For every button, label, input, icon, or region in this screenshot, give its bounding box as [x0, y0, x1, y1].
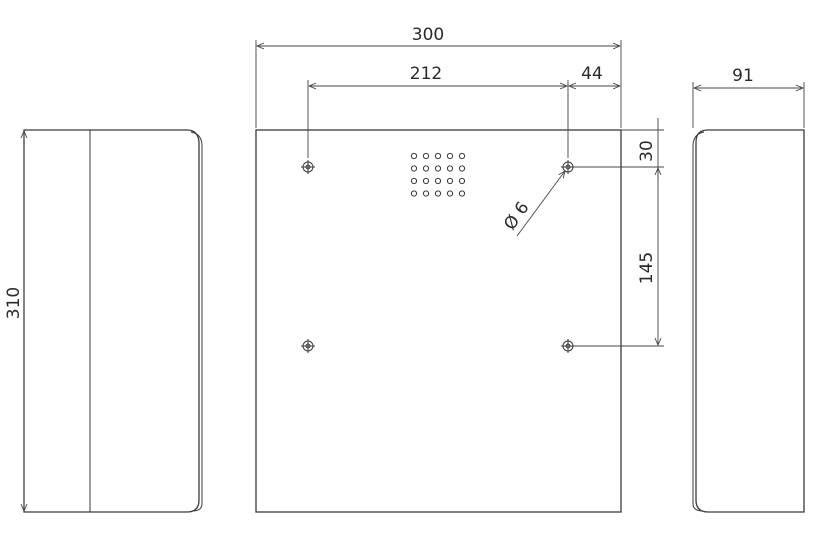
grille-hole: [422, 165, 430, 172]
depth-dimension-label: 91: [732, 66, 754, 86]
hole-spacing-horizontal-dimension: 212: [307, 64, 569, 158]
mounting-hole-bottom-left: [301, 339, 315, 353]
right-side-body: [695, 129, 805, 513]
grille-hole: [410, 177, 418, 185]
grille-hole: [434, 177, 442, 185]
grille-hole: [458, 177, 466, 185]
grille-hole: [410, 190, 418, 197]
front-panel: [255, 129, 622, 513]
grille-hole: [434, 190, 442, 197]
hole-spacing-vertical-label: 145: [637, 252, 657, 284]
mounting-hole-top-right: [561, 160, 575, 174]
width-dimension: 300: [255, 25, 622, 128]
hole-spacing-horizontal-label: 212: [410, 64, 442, 84]
depth-dimension: 91: [692, 66, 805, 128]
grille-hole: [446, 177, 454, 185]
grille-hole: [458, 152, 466, 160]
height-dimension: 310: [4, 131, 24, 511]
hole-edge-offset-label: 44: [581, 64, 603, 84]
grille-hole: [422, 190, 430, 197]
height-dimension-label: 310: [4, 287, 24, 319]
grille-hole: [446, 152, 454, 160]
grille-hole: [434, 152, 442, 160]
front-view: [255, 129, 622, 513]
grille-hole: [446, 190, 454, 197]
grille-hole: [434, 165, 442, 172]
left-side-body: [23, 129, 200, 513]
right-side-view: [692, 129, 805, 513]
grille-hole: [410, 152, 418, 160]
hole-from-top-label: 30: [637, 140, 657, 162]
hole-edge-offset-dimension: 44: [569, 64, 620, 86]
grille-hole: [458, 165, 466, 172]
left-side-view: [23, 129, 203, 513]
grille-hole: [410, 165, 418, 172]
hole-diameter-label: Ø 6: [500, 198, 533, 234]
speaker-grille: [410, 152, 466, 197]
grille-hole: [458, 190, 466, 197]
grille-hole: [422, 177, 430, 185]
hole-diameter-callout: Ø 6: [500, 171, 565, 237]
grille-hole: [422, 152, 430, 160]
mounting-hole-bottom-right: [561, 339, 575, 353]
mounting-hole-top-left: [301, 160, 315, 174]
width-dimension-label: 300: [412, 25, 444, 45]
hole-vertical-dimensions: 30 145: [574, 118, 664, 347]
grille-hole: [446, 165, 454, 172]
